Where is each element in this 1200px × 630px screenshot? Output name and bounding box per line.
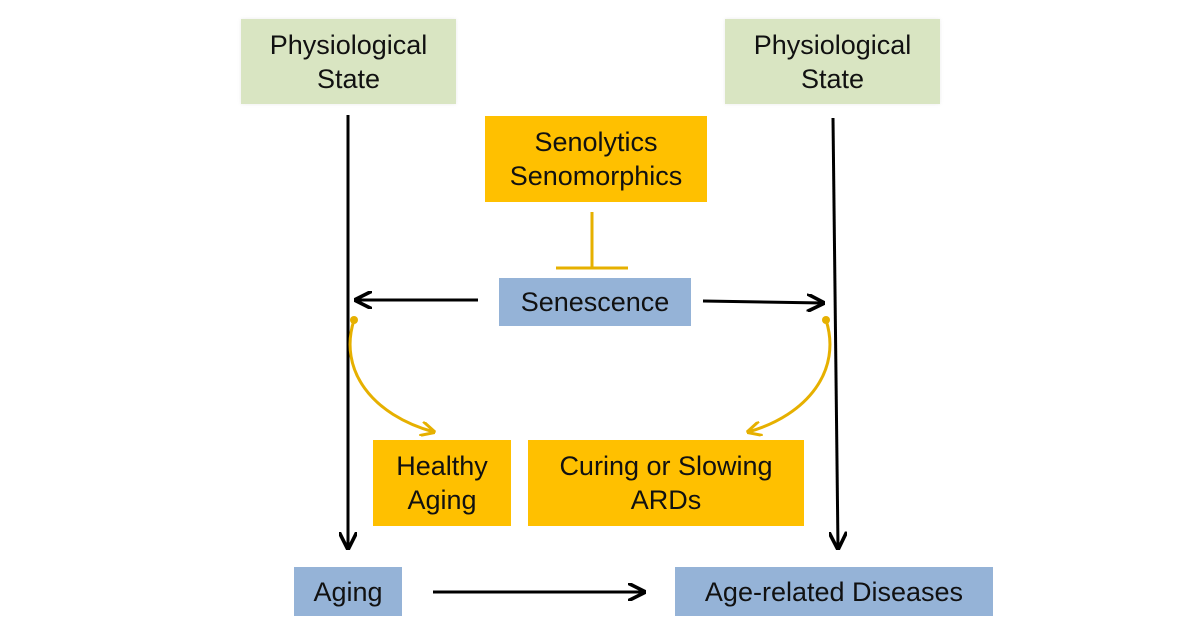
age-related-diseases-box: Age-related Diseases [675,567,993,616]
physiological-state-left-box: Physiological State [241,19,456,104]
arrow-to-curing [748,319,832,432]
senescence-box: Senescence [499,278,691,326]
senolytics-line2: Senomorphics [509,161,683,191]
senolytics-box: Senolytics Senomorphics [485,116,707,202]
aging-label: Aging [313,576,383,607]
physiological-state-left-line1: Physiological [269,29,428,60]
healthy-aging-line2: Aging [407,485,477,515]
senolytics-line1: Senolytics [534,127,658,157]
curing-ards-line1: Curing or Slowing [559,451,773,481]
physiological-state-right-box: Physiological State [725,19,940,104]
curing-ards-line2: ARDs [630,485,702,515]
arrow-to-healthy-aging [348,319,434,432]
arrow-senescence-right [702,301,823,303]
age-related-diseases-label: Age-related Diseases [704,576,964,607]
healthy-aging-line1: Healthy [396,451,488,481]
physiological-state-left-line2: State [316,63,381,94]
aging-box: Aging [294,567,402,616]
arrow-state-to-ard [833,117,838,548]
senescence-label: Senescence [520,287,670,317]
healthy-aging-box: Healthy Aging [373,440,511,526]
physiological-state-right-line2: State [800,63,865,94]
curing-ards-box: Curing or Slowing ARDs [528,440,804,526]
physiological-state-right-line1: Physiological [753,29,912,60]
